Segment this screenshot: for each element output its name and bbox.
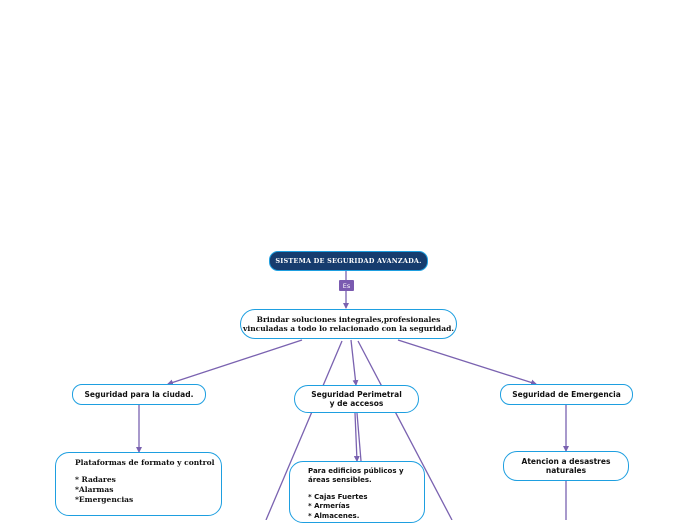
- branch-perimetral-text: Seguridad Perimetral y de accesos: [311, 390, 402, 408]
- main-concept-line2: vinculadas a todo lo relacionado con la …: [242, 324, 454, 333]
- connector-perimetral-to-edificios-a: [353, 412, 360, 462]
- connector-main-to-emergencia: [397, 339, 537, 386]
- detail-atencion-desastres[interactable]: Atencion a desastres naturales: [503, 451, 629, 481]
- branch-perimetral-line2: y de accesos: [329, 399, 384, 408]
- edificios-item-almacenes: * Almacenes.: [308, 511, 360, 520]
- branch-emergencia-label: Seguridad de Emergencia: [512, 390, 621, 399]
- atencion-text: Atencion a desastres naturales: [522, 457, 611, 475]
- connector-main-to-bottom-right: [357, 340, 453, 520]
- atencion-line1: Atencion a desastres: [521, 457, 611, 466]
- branch-ciudad-label: Seguridad para la ciudad.: [84, 390, 194, 399]
- edificios-line2: áreas sensibles.: [308, 476, 372, 485]
- plataformas-title: Plataformas de formato y control: [75, 458, 215, 467]
- branch-seguridad-perimetral[interactable]: Seguridad Perimetral y de accesos: [294, 385, 419, 413]
- root-node-label: SISTEMA DE SEGURIDAD AVANZADA.: [275, 257, 422, 265]
- branch-seguridad-ciudad[interactable]: Seguridad para la ciudad.: [72, 384, 206, 405]
- atencion-line2: naturales: [545, 466, 587, 475]
- connector-main-to-ciudad: [167, 339, 303, 386]
- edificios-item-armerias: * Armerías: [308, 502, 350, 511]
- plataformas-item-alarmas: *Alarmas: [75, 485, 114, 495]
- main-concept-line1: Brindar soluciones integrales,profesiona…: [256, 314, 441, 324]
- detail-edificios[interactable]: Para edificios públicos y áreas sensible…: [289, 461, 425, 523]
- branch-perimetral-line1: Seguridad Perimetral: [311, 390, 402, 399]
- plataformas-item-emergencias: *Emergencias: [75, 495, 134, 505]
- main-concept-text: Brindar soluciones integrales,profesiona…: [243, 315, 454, 334]
- connector-main-to-bottom-left: [265, 340, 343, 520]
- plataformas-item-radares: * Radares: [75, 475, 116, 485]
- link-label-es[interactable]: Es: [339, 280, 354, 291]
- connector-main-to-perimetral: [350, 339, 359, 386]
- main-concept-node[interactable]: Brindar soluciones integrales,profesiona…: [240, 309, 457, 339]
- root-node[interactable]: SISTEMA DE SEGURIDAD AVANZADA.: [269, 251, 428, 271]
- edificios-item-cajas: * Cajas Fuertes: [308, 492, 368, 501]
- detail-plataformas[interactable]: Plataformas de formato y control * Radar…: [55, 452, 222, 516]
- edificios-line1: Para edificios públicos y: [308, 467, 404, 475]
- link-label-text: Es: [342, 281, 351, 290]
- connector-perimetral-to-edificios-b: [356, 412, 362, 462]
- branch-seguridad-emergencia[interactable]: Seguridad de Emergencia: [500, 384, 633, 405]
